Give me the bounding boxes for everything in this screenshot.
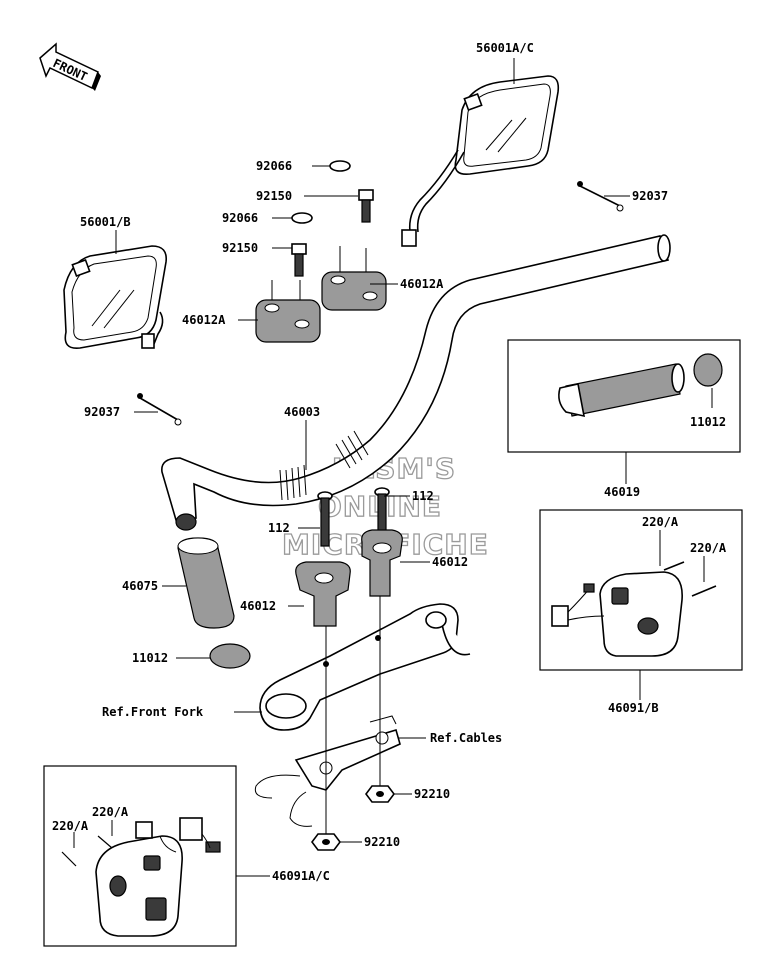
switch-right-box: [539, 509, 743, 671]
label-handlebar: 46003: [284, 405, 320, 419]
label-mirror-right: 56001A/C: [476, 41, 534, 55]
band-right: [577, 181, 624, 212]
label-screw-left-b: 220/A: [92, 805, 129, 819]
label-bolt-112-left: 112: [268, 521, 290, 535]
label-bolt-112-right: 112: [412, 489, 434, 503]
label-band-right: 92037: [632, 189, 668, 203]
holder-lower-left: [295, 561, 351, 627]
steering-clamp: [259, 603, 471, 731]
throttle-grip-box: [507, 339, 741, 453]
label-ref-cables: Ref.Cables: [430, 731, 502, 745]
label-screw-left-a: 220/A: [52, 819, 89, 833]
label-grip-left-end: 11012: [132, 651, 168, 665]
label-mirror-left: 56001/B: [80, 215, 131, 229]
label-bolt-top: 92150: [256, 189, 292, 203]
label-grip-left: 46075: [122, 579, 158, 593]
label-screw-right-b: 220/A: [690, 541, 727, 555]
label-holder-upper-left: 46012A: [182, 313, 226, 327]
bolt-112-left: [317, 491, 333, 547]
nut-upper: [365, 785, 395, 803]
label-switch-right: 46091/B: [608, 701, 659, 715]
throttle-grip: [558, 353, 723, 418]
bolt-mid-92150: [291, 243, 307, 277]
label-cap-mid: 92066: [222, 211, 258, 225]
cable-bracket: [254, 715, 401, 827]
label-band-left: 92037: [84, 405, 120, 419]
grip-left-end: [209, 643, 251, 669]
label-grip-right-end: 11012: [690, 415, 726, 429]
mirror-right: [401, 75, 560, 247]
holder-lower-right: [361, 529, 403, 597]
label-holder-upper-right: 46012A: [400, 277, 444, 291]
label-ref-front-fork: Ref.Front Fork: [102, 705, 204, 719]
holder-upper-left: [255, 280, 321, 343]
mirror-left: [63, 245, 168, 349]
front-arrow-icon: FRONT: [39, 42, 101, 91]
holder-upper-right: [321, 246, 387, 311]
label-throttle-grip: 46019: [604, 485, 640, 499]
label-screw-right-a: 220/A: [642, 515, 679, 529]
label-cap-top: 92066: [256, 159, 292, 173]
label-holder-lower-right: 46012: [432, 555, 468, 569]
cap-mid: [291, 212, 313, 224]
label-bolt-mid: 92150: [222, 241, 258, 255]
leader-lines: [73, 58, 713, 877]
label-nut-lower: 92210: [364, 835, 400, 849]
grip-left: [177, 537, 235, 629]
label-nut-upper: 92210: [414, 787, 450, 801]
band-left: [137, 393, 182, 426]
label-holder-lower-left: 46012: [240, 599, 276, 613]
switch-left-box: [43, 765, 237, 947]
part-labels: 56001A/C 56001/B 92066 92150 92066 92150…: [52, 41, 727, 883]
bolt-top-92150: [358, 189, 374, 223]
cap-top: [329, 160, 351, 172]
switch-left: [61, 817, 221, 937]
label-switch-left: 46091A/C: [272, 869, 330, 883]
nut-lower: [311, 833, 341, 851]
switch-right: [551, 561, 717, 657]
